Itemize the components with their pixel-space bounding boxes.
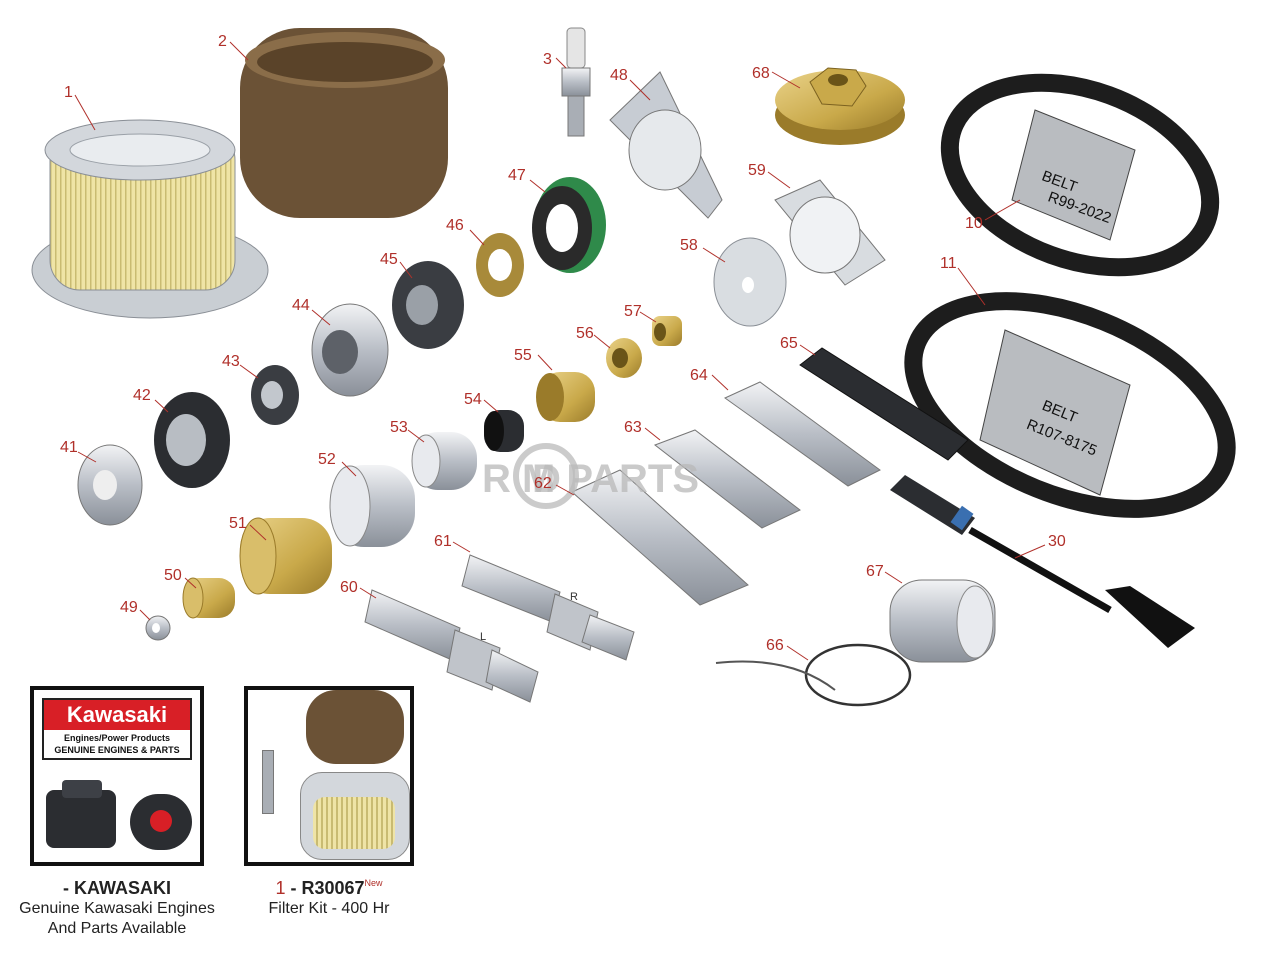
callout-52: 52 (318, 451, 336, 468)
callout-53: 53 (390, 419, 408, 436)
kawasaki-line2: GENUINE ENGINES & PARTS (54, 745, 180, 755)
callout-60: 60 (340, 579, 358, 596)
part-1-air-filter (31, 119, 269, 319)
callout-11: 11 (940, 255, 957, 272)
part-61-shaft: R (461, 554, 635, 661)
callout-41: 41 (60, 439, 78, 456)
kawasaki-caption: - KAWASAKI Genuine Kawasaki Engines And … (0, 878, 234, 939)
callout-50: 50 (164, 567, 182, 584)
part-46-seal (476, 233, 524, 297)
callout-1: 1 (64, 84, 73, 101)
part-67-coupler (889, 579, 996, 663)
callout-45: 45 (380, 251, 398, 268)
filter-kit-caption-title: 1 - R30067New (214, 878, 444, 899)
callout-65: 65 (780, 335, 798, 352)
part-41-bearing (77, 444, 143, 526)
engine-image (42, 780, 197, 858)
kawasaki-caption-title: - KAWASAKI (63, 878, 171, 898)
watermark: R M PARTS D (482, 443, 699, 509)
filter-kit-caption: 1 - R30067New Filter Kit - 400 Hr (214, 878, 444, 919)
callout-66: 66 (766, 637, 784, 654)
callout-48: 48 (610, 67, 628, 84)
part-49-washer (145, 615, 171, 641)
callout-55: 55 (514, 347, 532, 364)
part-45-bearing (392, 261, 464, 349)
kawasaki-caption-line1: Genuine Kawasaki Engines (19, 900, 215, 917)
callout-30: 30 (1048, 533, 1066, 550)
watermark-d: D (532, 457, 561, 501)
callout-3: 3 (543, 51, 552, 68)
callout-61: 61 (434, 533, 452, 550)
filter-kit-caption-line1: Filter Kit - 400 Hr (268, 900, 390, 917)
callout-57: 57 (624, 303, 642, 320)
part-64-shaft (724, 381, 881, 487)
shaft-60-mark: L (480, 631, 486, 643)
part-54-bushing (484, 410, 524, 452)
part-30-actuator (890, 475, 1195, 648)
kawasaki-caption-line2: And Parts Available (47, 920, 187, 937)
callout-10: 10 (965, 215, 983, 232)
part-68-hub (775, 67, 905, 145)
kawasaki-logo-text: Kawasaki (44, 700, 190, 730)
part-51-bushing (239, 517, 332, 595)
part-44-bearing (311, 303, 389, 397)
new-badge: New (364, 878, 383, 888)
callout-51: 51 (229, 515, 247, 532)
part-53-spacer (411, 432, 477, 490)
kit-air-filter-image (300, 772, 410, 860)
callout-44: 44 (292, 297, 310, 314)
filter-kit-part-number[interactable]: R30067 (301, 878, 365, 898)
kawasaki-box[interactable]: Kawasaki Engines/Power Products GENUINE … (30, 686, 204, 866)
part-65-shaft (799, 347, 969, 461)
filter-kit-item-number: 1 (275, 878, 286, 898)
part-56-bushing (606, 338, 642, 378)
kit-prefilter-image (306, 690, 404, 764)
callout-42: 42 (133, 387, 151, 404)
callouts: 1 2 3 10 11 30 41 42 43 44 45 46 47 48 4… (60, 33, 1066, 654)
part-47-seal (532, 177, 606, 273)
part-57-bushing (652, 316, 682, 346)
callout-46: 46 (446, 217, 464, 234)
callout-63: 63 (624, 419, 642, 436)
callout-59: 59 (748, 162, 766, 179)
part-59-flange (774, 179, 886, 286)
callout-2: 2 (218, 33, 227, 50)
kit-spark-plug-image (262, 750, 274, 814)
callout-58: 58 (680, 237, 698, 254)
callout-68: 68 (752, 65, 770, 82)
part-3-spark-plug (561, 27, 591, 137)
callout-54: 54 (464, 391, 482, 408)
part-63-shaft (653, 429, 801, 529)
part-55-spacer (536, 372, 595, 422)
filter-kit-box[interactable] (244, 686, 414, 866)
part-11-belt: BELT R107-8175 (904, 292, 1236, 518)
callout-64: 64 (690, 367, 708, 384)
part-2-pre-filter (240, 28, 448, 218)
kawasaki-line1: Engines/Power Products (63, 733, 171, 743)
part-62-shaft (571, 469, 749, 606)
callout-leaders (74, 41, 1046, 661)
part-48-flange (609, 71, 723, 219)
kawasaki-logo: Kawasaki Engines/Power Products GENUINE … (42, 698, 192, 760)
callout-47: 47 (508, 167, 526, 184)
part-10-belt: BELT R99-2022 (940, 73, 1220, 277)
part-43-bearing (251, 365, 299, 425)
part-50-bushing (182, 577, 235, 619)
part-52-sleeve (329, 465, 415, 547)
callout-62: 62 (534, 475, 552, 492)
callout-56: 56 (576, 325, 594, 342)
part-60-shaft: L (364, 589, 539, 703)
callout-67: 67 (866, 563, 884, 580)
callout-49: 49 (120, 599, 138, 616)
shaft-61-mark: R (570, 591, 578, 603)
callout-43: 43 (222, 353, 240, 370)
part-66-zip-tie (715, 643, 912, 707)
part-42-bearing (154, 392, 230, 488)
part-58-washer (713, 237, 787, 327)
filter-kit-sep: - (285, 878, 302, 898)
